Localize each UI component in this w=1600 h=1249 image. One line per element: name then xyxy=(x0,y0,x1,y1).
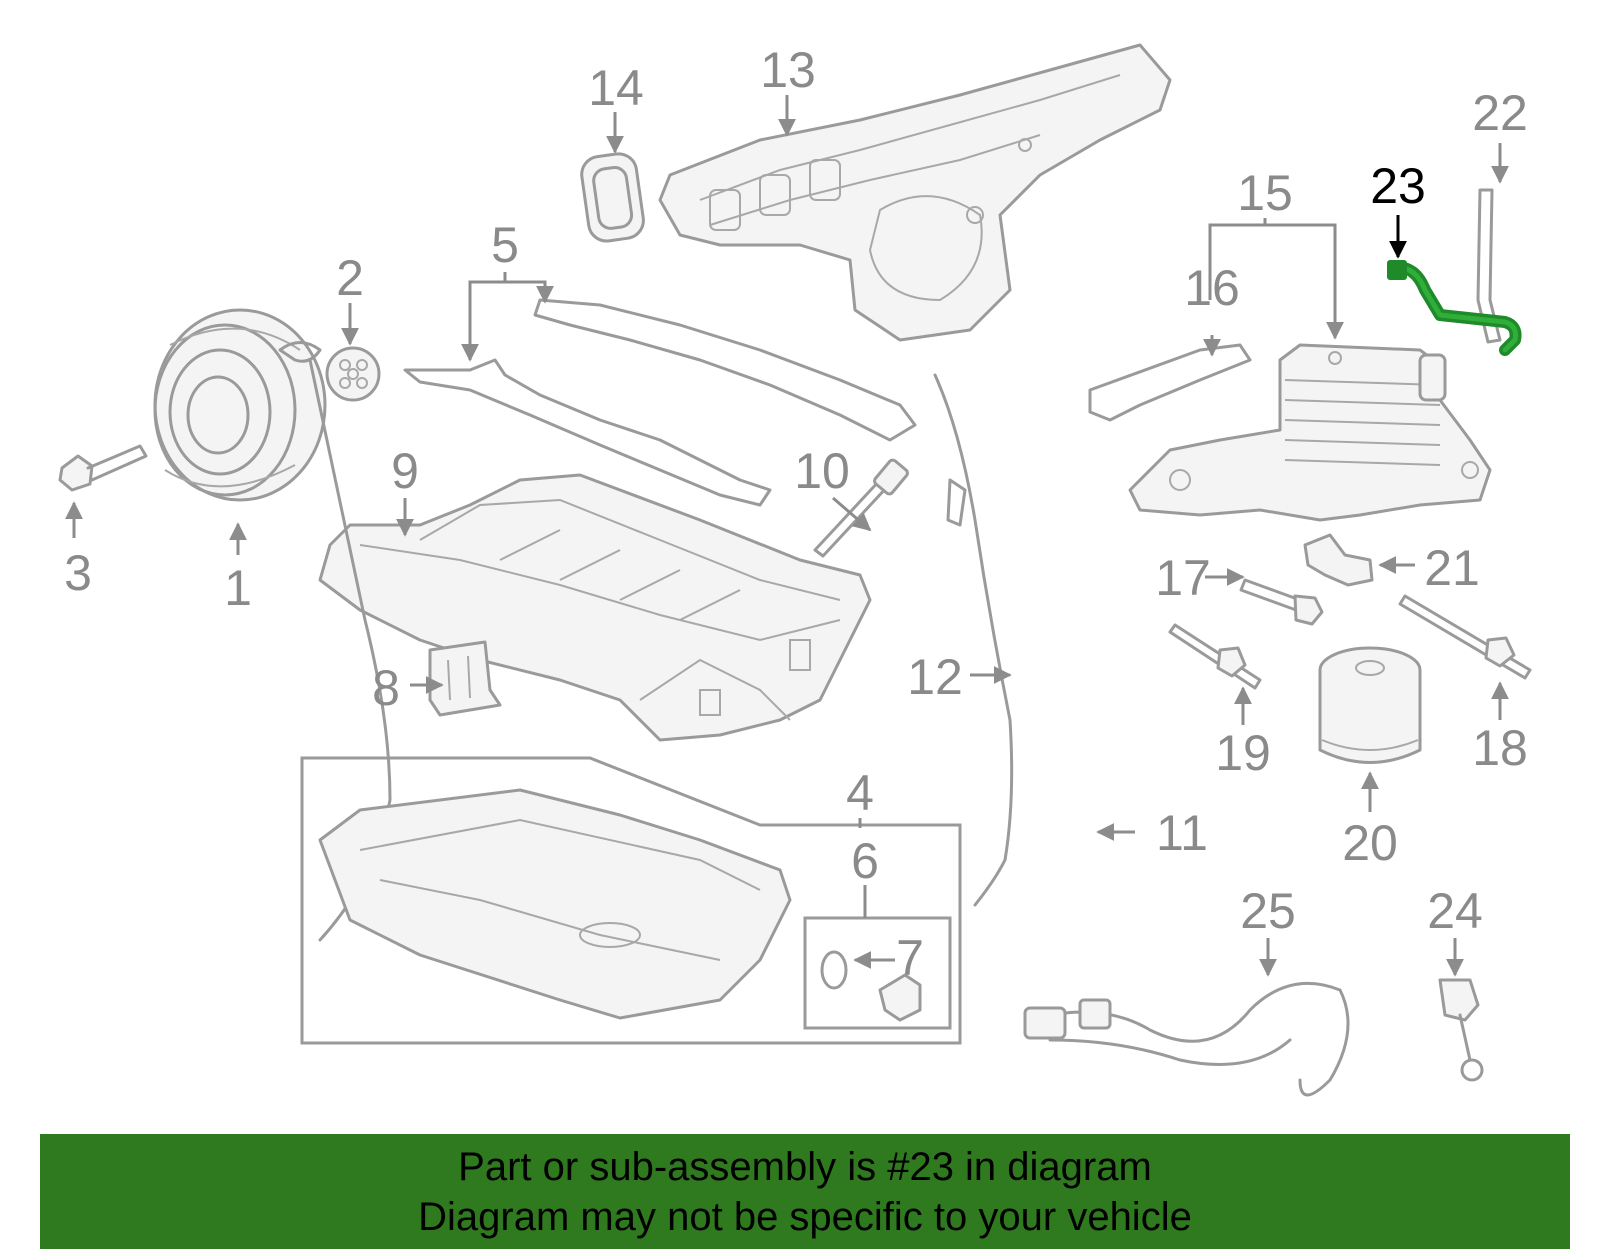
part-25-wiring-harness xyxy=(1023,981,1350,1097)
callout-25: 25 xyxy=(1240,883,1296,939)
banner-line-disclaimer: Diagram may not be specific to your vehi… xyxy=(418,1194,1192,1239)
callout-6: 6 xyxy=(851,833,879,889)
callout-18: 18 xyxy=(1472,720,1528,776)
callout-14: 14 xyxy=(588,60,644,116)
part-1-crankshaft-damper xyxy=(153,308,327,502)
callout-23: 23 xyxy=(1370,158,1426,214)
part-9-engine-block xyxy=(318,473,872,742)
callout-12: 12 xyxy=(907,649,963,705)
part-24-sensor xyxy=(1438,978,1484,1082)
banner-line-part-number: Part or sub-assembly is #23 in diagram xyxy=(458,1144,1152,1189)
callout-21: 21 xyxy=(1424,540,1480,596)
part-8-bracket xyxy=(428,640,502,717)
part-15-oil-cooler-assembly xyxy=(1128,343,1492,522)
part-14-gasket xyxy=(580,152,645,243)
part-10-sensor xyxy=(813,458,909,558)
callout-4: 4 xyxy=(846,765,874,821)
leader-lines xyxy=(65,95,1509,977)
callout-3: 3 xyxy=(64,545,92,601)
part-23-hose-highlighted xyxy=(1387,260,1522,356)
callout-19: 19 xyxy=(1215,725,1271,781)
callout-13: 13 xyxy=(760,42,816,98)
callout-11: 11 xyxy=(1156,805,1208,861)
callout-7: 7 xyxy=(896,930,924,986)
part-13-intake-manifold xyxy=(658,43,1172,342)
part-6-drain-plug-box xyxy=(803,916,952,1030)
callout-8: 8 xyxy=(372,660,400,716)
info-banner: Part or sub-assembly is #23 in diagram D… xyxy=(40,1134,1570,1249)
callout-20: 20 xyxy=(1342,815,1398,871)
part-19-stud xyxy=(1168,623,1262,690)
callout-5: 5 xyxy=(491,217,519,273)
part-16-gasket xyxy=(1088,343,1252,422)
part-3-bolt xyxy=(58,444,148,492)
callout-24: 24 xyxy=(1427,883,1483,939)
part-22-tube xyxy=(1476,188,1502,344)
callout-2: 2 xyxy=(336,250,364,306)
callout-10: 10 xyxy=(794,443,850,499)
part-17-bolt xyxy=(1239,578,1324,626)
part-20-oil-filter xyxy=(1318,646,1422,764)
part-4-oil-pan-box xyxy=(300,756,962,1045)
callout-22: 22 xyxy=(1472,85,1528,141)
part-2-washer-plate xyxy=(325,346,381,402)
part-18-stud xyxy=(1398,594,1532,680)
part-21-sensor xyxy=(1303,533,1374,587)
callout-16: 16 xyxy=(1184,260,1240,316)
callout-15: 15 xyxy=(1237,165,1293,221)
callout-labels: 1 2 3 4 5 6 7 8 9 10 11 12 13 14 15 16 1… xyxy=(64,42,1528,986)
callout-17: 17 xyxy=(1155,550,1211,606)
callout-1: 1 xyxy=(224,560,252,616)
part-5-gasket-set xyxy=(403,298,917,507)
callout-9: 9 xyxy=(391,443,419,499)
